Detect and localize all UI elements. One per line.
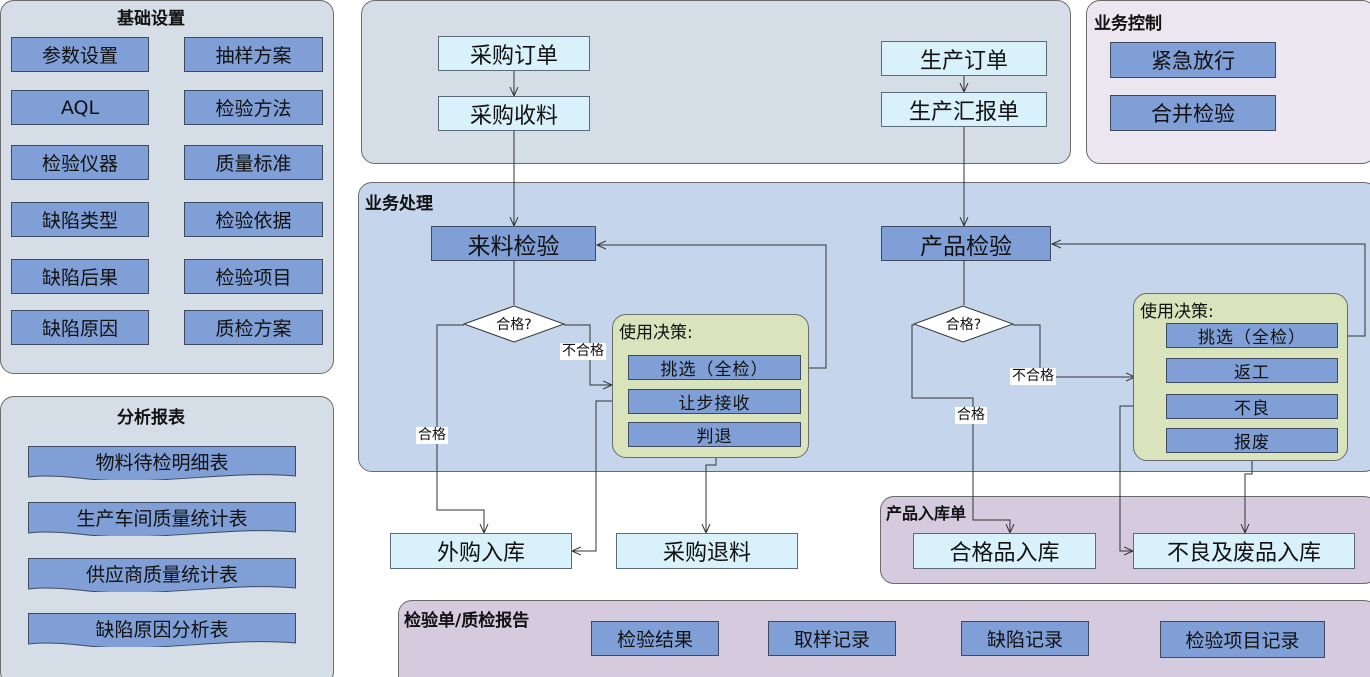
source-docs-panel (361, 0, 1071, 164)
pass-label-right: 合格 (955, 407, 987, 424)
production-order-box[interactable]: 生产订单 (881, 41, 1047, 76)
inspection-item-button[interactable]: 检验项目 (184, 259, 323, 294)
report-label: 缺陷原因分析表 (95, 618, 229, 641)
reject-button[interactable]: 判退 (628, 422, 801, 447)
defect-record-button[interactable]: 缺陷记录 (961, 621, 1089, 656)
inspection-method-button[interactable]: 检验方法 (184, 90, 323, 125)
pick-full-inspection-right-button[interactable]: 挑选（全检） (1166, 323, 1338, 348)
basic-settings-title: 基础设置 (117, 9, 185, 29)
quality-standard-button[interactable]: 质量标准 (184, 145, 323, 180)
document-shape-icon (28, 502, 296, 536)
product-inspection-button[interactable]: 产品检验 (881, 226, 1051, 261)
concession-accept-button[interactable]: 让步接收 (628, 389, 801, 414)
incoming-inspection-button[interactable]: 来料检验 (431, 226, 596, 261)
decision-label: 合格? (945, 317, 982, 333)
diamond-shape-icon (462, 305, 566, 343)
inspection-reports-title: 检验单/质检报告 (404, 611, 530, 631)
sampling-record-button[interactable]: 取样记录 (768, 621, 896, 656)
defect-cause-button[interactable]: 缺陷原因 (11, 310, 149, 345)
inspection-item-record-button[interactable]: 检验项目记录 (1160, 621, 1325, 658)
qc-plan-button[interactable]: 质检方案 (184, 310, 323, 345)
inspection-instrument-button[interactable]: 检验仪器 (11, 145, 149, 180)
outsourced-warehousing-box[interactable]: 外购入库 (390, 533, 572, 569)
report-label: 供应商质量统计表 (85, 563, 238, 586)
report-defect-cause[interactable]: 缺陷原因分析表 (28, 613, 296, 647)
analysis-reports-title: 分析报表 (117, 408, 185, 428)
merge-inspection-button[interactable]: 合并检验 (1110, 95, 1276, 131)
urgent-release-button[interactable]: 紧急放行 (1110, 42, 1276, 78)
defective-button[interactable]: 不良 (1166, 394, 1338, 419)
defect-scrap-warehousing-box[interactable]: 不良及废品入库 (1133, 533, 1355, 569)
business-control-panel (1086, 0, 1370, 164)
usage-decision-title: 使用决策: (1140, 302, 1214, 322)
param-settings-button[interactable]: 参数设置 (11, 37, 149, 72)
report-supplier-quality[interactable]: 供应商质量统计表 (28, 558, 296, 592)
scrap-button[interactable]: 报废 (1166, 428, 1338, 453)
report-label: 物料待检明细表 (95, 451, 229, 474)
purchase-order-box[interactable]: 采购订单 (438, 36, 590, 71)
report-label: 生产车间质量统计表 (76, 507, 248, 530)
inspection-result-button[interactable]: 检验结果 (591, 621, 719, 656)
usage-decision-title: 使用决策: (619, 323, 693, 343)
defect-consequence-button[interactable]: 缺陷后果 (11, 259, 149, 294)
fail-label-left: 不合格 (560, 343, 606, 360)
diamond-shape-icon (912, 305, 1015, 343)
purchase-return-box[interactable]: 采购退料 (616, 533, 798, 569)
sampling-plan-button[interactable]: 抽样方案 (184, 37, 323, 72)
document-shape-icon (28, 446, 296, 480)
inspection-basis-button[interactable]: 检验依据 (184, 202, 323, 237)
pick-full-inspection-left-button[interactable]: 挑选（全检） (628, 355, 801, 380)
purchase-receipt-box[interactable]: 采购收料 (438, 96, 590, 131)
fail-label-right: 不合格 (1010, 368, 1056, 385)
qualified-decision-left: 合格? (462, 305, 566, 343)
defect-type-button[interactable]: 缺陷类型 (11, 202, 149, 237)
pass-label-left: 合格 (416, 427, 448, 444)
document-shape-icon (28, 558, 296, 592)
document-shape-icon (28, 613, 296, 647)
production-report-box[interactable]: 生产汇报单 (881, 92, 1047, 127)
decision-label: 合格? (496, 317, 532, 333)
aql-button[interactable]: AQL (11, 90, 149, 125)
qualified-decision-right: 合格? (912, 305, 1015, 343)
qualified-warehousing-box[interactable]: 合格品入库 (913, 533, 1096, 569)
report-workshop-quality[interactable]: 生产车间质量统计表 (28, 502, 296, 536)
business-processing-title: 业务处理 (365, 194, 433, 214)
business-control-title: 业务控制 (1094, 14, 1162, 34)
product-warehousing-title: 产品入库单 (886, 504, 967, 523)
report-pending-materials[interactable]: 物料待检明细表 (28, 446, 296, 480)
rework-button[interactable]: 返工 (1166, 358, 1338, 383)
